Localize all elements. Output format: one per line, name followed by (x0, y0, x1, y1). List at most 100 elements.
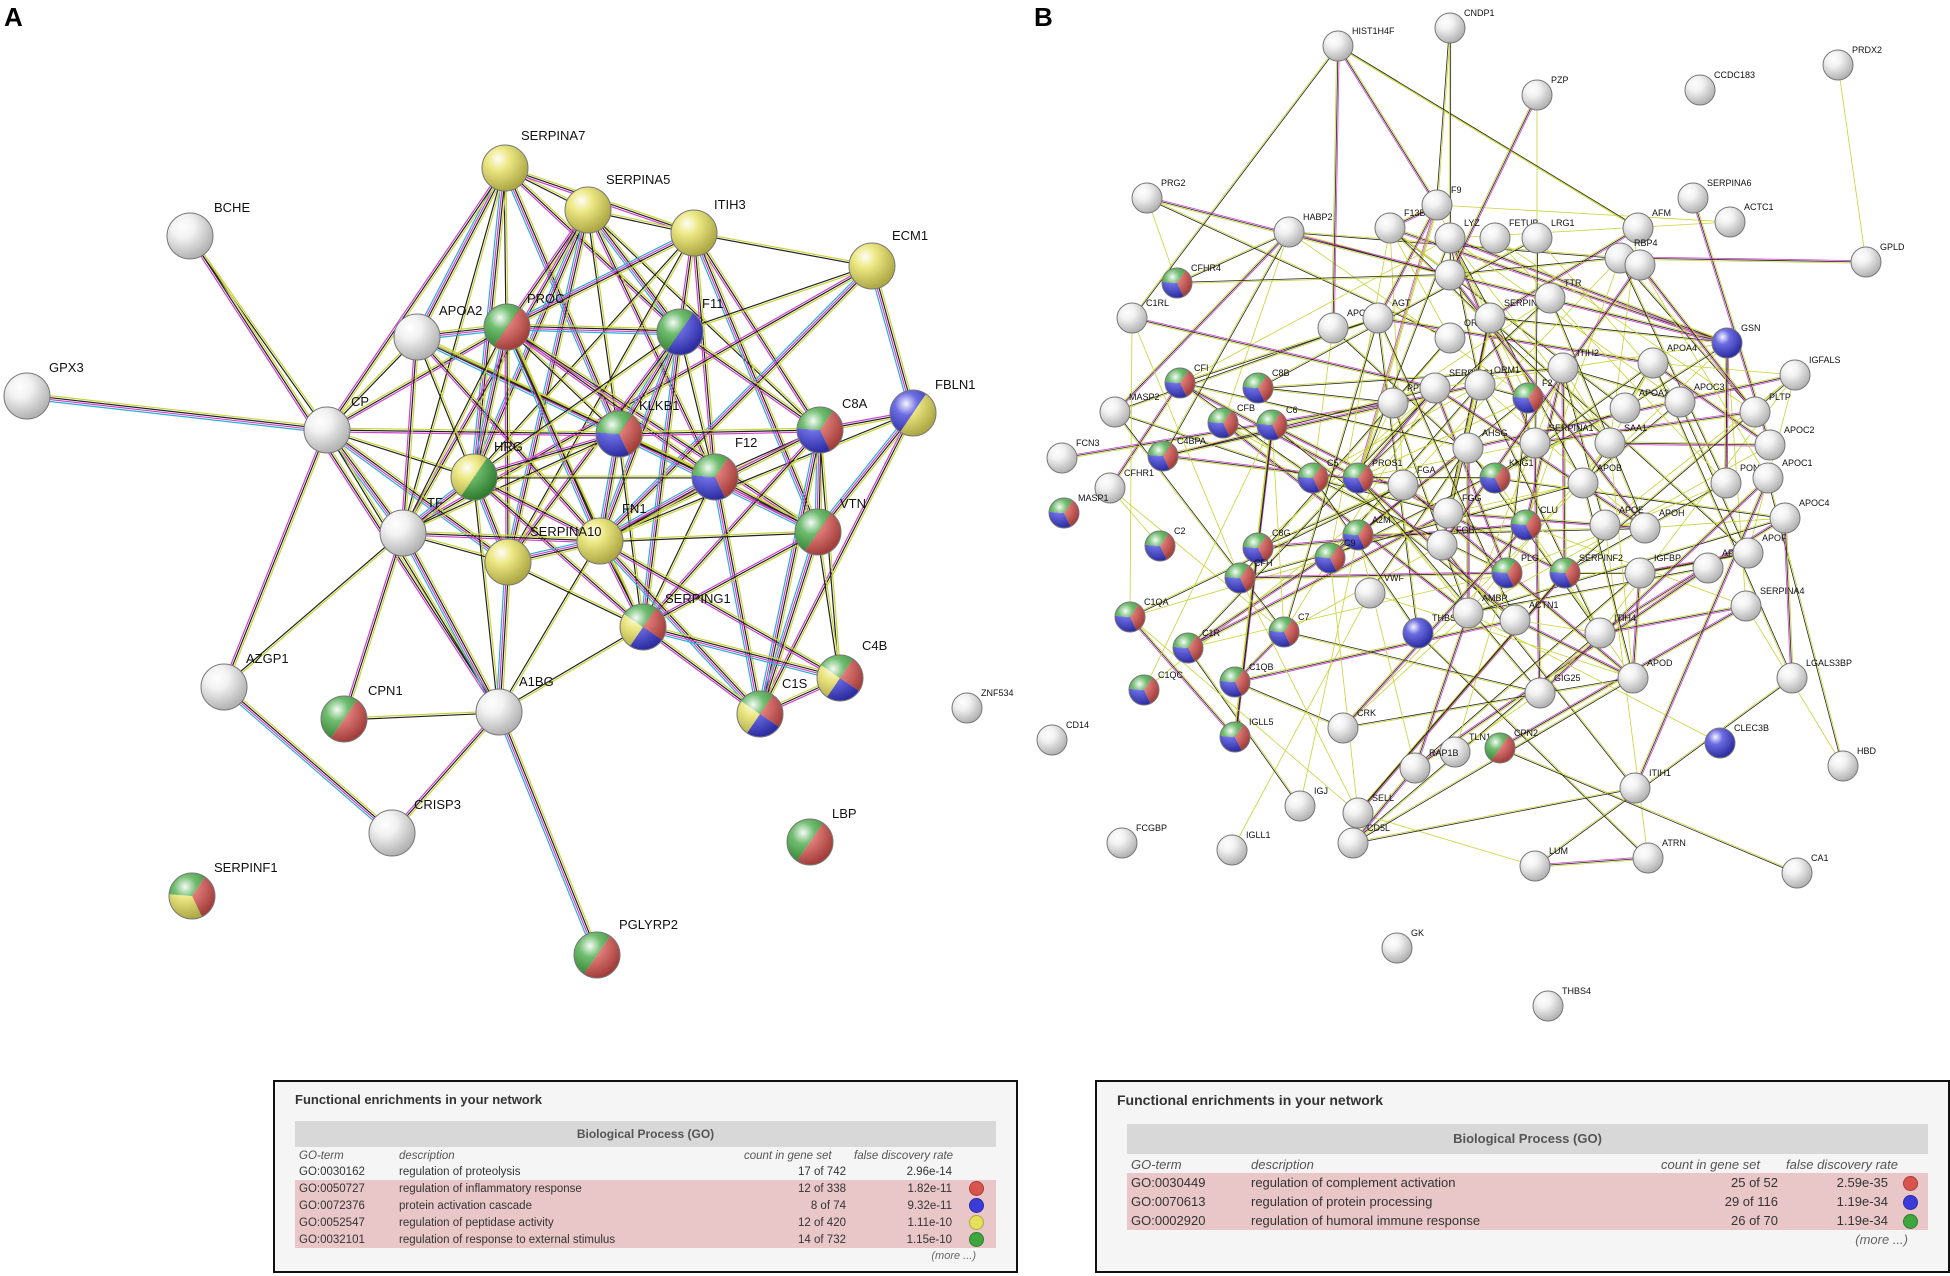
network-node[interactable] (1534, 282, 1566, 314)
network-node[interactable] (816, 654, 864, 702)
network-node[interactable] (1256, 409, 1288, 441)
network-node[interactable] (168, 872, 216, 920)
network-node[interactable] (1730, 590, 1762, 622)
network-node[interactable] (1147, 440, 1179, 472)
network-node[interactable] (1114, 601, 1146, 633)
network-node[interactable] (1322, 30, 1354, 62)
color-dot-icon[interactable] (968, 1215, 984, 1230)
network-node[interactable] (1337, 827, 1369, 859)
network-node[interactable] (1434, 259, 1466, 291)
network-node[interactable] (1692, 552, 1724, 584)
color-dot-icon[interactable] (1902, 1213, 1918, 1229)
network-node[interactable] (1732, 537, 1764, 569)
network-node[interactable] (1491, 557, 1523, 589)
network-node[interactable] (1769, 502, 1801, 534)
network-node[interactable] (1419, 372, 1451, 404)
network-node[interactable] (1594, 427, 1626, 459)
network-node[interactable] (786, 818, 834, 866)
more-link[interactable]: (more ...) (931, 1250, 976, 1262)
network-node[interactable] (848, 242, 896, 290)
network-node[interactable] (1521, 79, 1553, 111)
network-node[interactable] (200, 663, 248, 711)
network-node[interactable] (1629, 512, 1661, 544)
network-node[interactable] (1484, 732, 1516, 764)
network-node[interactable] (889, 389, 937, 437)
network-node[interactable] (1377, 387, 1409, 419)
network-node[interactable] (1549, 557, 1581, 589)
network-node[interactable] (484, 538, 532, 586)
network-node[interactable] (1161, 267, 1193, 299)
network-node[interactable] (1532, 990, 1564, 1022)
network-node[interactable] (1327, 712, 1359, 744)
network-node[interactable] (1567, 467, 1599, 499)
network-node[interactable] (1273, 216, 1305, 248)
network-node[interactable] (1399, 752, 1431, 784)
network-node[interactable] (691, 453, 739, 501)
network-node[interactable] (1284, 790, 1316, 822)
network-node[interactable] (1521, 222, 1553, 254)
network-node[interactable] (1297, 462, 1329, 494)
network-node[interactable] (1099, 396, 1131, 428)
network-node[interactable] (1512, 382, 1544, 414)
network-node[interactable] (1624, 557, 1656, 589)
network-node[interactable] (573, 931, 621, 979)
network-node[interactable] (1242, 372, 1274, 404)
network-node[interactable] (303, 406, 351, 454)
network-node[interactable] (1317, 312, 1349, 344)
network-node[interactable] (1342, 519, 1374, 551)
color-dot-icon[interactable] (968, 1198, 984, 1213)
network-node[interactable] (1710, 467, 1742, 499)
network-node[interactable] (483, 303, 531, 351)
network-node[interactable] (1164, 367, 1196, 399)
network-node[interactable] (1219, 666, 1251, 698)
network-node[interactable] (1664, 386, 1696, 418)
network-node[interactable] (1046, 442, 1078, 474)
network-node[interactable] (1116, 302, 1148, 334)
network-node[interactable] (1584, 617, 1616, 649)
network-node[interactable] (564, 186, 612, 234)
network-node[interactable] (1589, 509, 1621, 541)
network-node[interactable] (1677, 182, 1709, 214)
network-node[interactable] (368, 809, 416, 857)
network-node[interactable] (1144, 530, 1176, 562)
color-dot-icon[interactable] (1902, 1194, 1918, 1210)
network-node[interactable] (1704, 727, 1736, 759)
network-node[interactable] (1519, 427, 1551, 459)
network-node[interactable] (320, 695, 368, 743)
network-node[interactable] (1354, 577, 1386, 609)
network-node[interactable] (1510, 509, 1542, 541)
network-node[interactable] (656, 308, 704, 356)
network-node[interactable] (1624, 249, 1656, 281)
network-node[interactable] (1426, 529, 1458, 561)
network-node[interactable] (1752, 462, 1784, 494)
network-node[interactable] (1714, 206, 1746, 238)
network-node[interactable] (1434, 12, 1466, 44)
network-node[interactable] (1128, 674, 1160, 706)
network-node[interactable] (1242, 532, 1274, 564)
network-node[interactable] (1094, 472, 1126, 504)
network-node[interactable] (1479, 222, 1511, 254)
network-node[interactable] (1268, 616, 1300, 648)
network-node[interactable] (1479, 462, 1511, 494)
network-node[interactable] (1779, 359, 1811, 391)
section-header[interactable]: Biological Process (GO) (1127, 1124, 1928, 1154)
network-node[interactable] (450, 453, 498, 501)
network-node[interactable] (1617, 662, 1649, 694)
network-node[interactable] (1434, 222, 1466, 254)
network-node[interactable] (393, 313, 441, 361)
network-node[interactable] (736, 690, 784, 738)
network-node[interactable] (794, 508, 842, 556)
network-node[interactable] (1207, 407, 1239, 439)
network-node[interactable] (1342, 462, 1374, 494)
network-node[interactable] (1434, 322, 1466, 354)
network-node[interactable] (1452, 597, 1484, 629)
network-node[interactable] (1637, 347, 1669, 379)
network-node[interactable] (1172, 632, 1204, 664)
network-node[interactable] (1619, 772, 1651, 804)
network-node[interactable] (1216, 834, 1248, 866)
network-node[interactable] (3, 372, 51, 420)
